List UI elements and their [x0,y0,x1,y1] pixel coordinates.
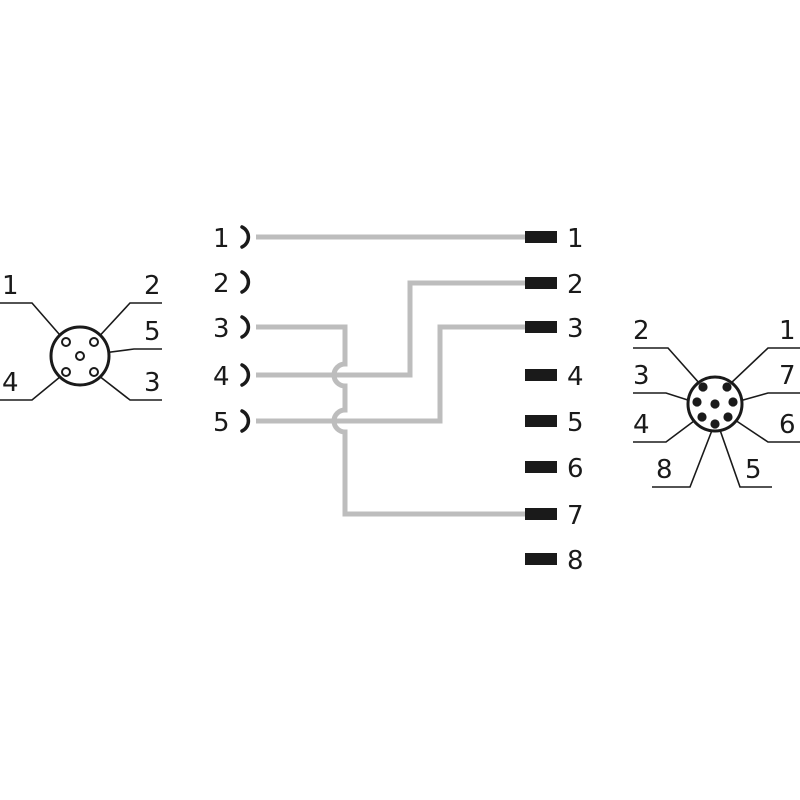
left-label-2: 2 [144,271,161,301]
pin-bar-6 [525,461,557,473]
right-label-5: 5 [745,455,762,485]
right-connector: 2 1 3 7 4 6 8 5 [633,316,800,488]
left-connector-pins [61,337,99,377]
left-leader-3 [93,371,162,401]
right-pin-5 [710,419,720,429]
wires [256,234,526,517]
pin-column: 1 2 3 4 5 6 7 8 [525,224,584,576]
right-leader-4 [633,417,699,443]
left-connector: 1 2 5 4 3 [0,271,162,401]
right-leader-5 [719,429,772,488]
socket-label-2: 2 [213,269,230,299]
left-label-4: 4 [2,368,19,398]
left-pin-5 [75,351,85,361]
socket-5 [240,409,251,433]
right-leader-6 [731,417,800,443]
right-connector-labels: 2 1 3 7 4 6 8 5 [633,316,796,485]
left-pin-1 [61,337,71,347]
left-label-5: 5 [144,317,161,347]
pin-label-2: 2 [567,270,584,300]
socket-label-1: 1 [213,224,230,254]
right-label-2: 2 [633,316,650,346]
right-pin-3 [692,397,702,407]
right-label-1: 1 [779,316,796,346]
right-connector-leader-lines [633,347,800,488]
left-leader-2 [93,302,162,343]
right-leader-2 [633,347,701,385]
right-label-6: 6 [779,410,796,440]
left-leader-1 [0,302,67,343]
right-label-4: 4 [633,410,650,440]
socket-column: 1 2 3 4 5 [213,224,251,438]
left-connector-leader-lines [0,302,162,401]
pin-label-3: 3 [567,314,584,344]
pin-bar-7 [525,508,557,520]
socket-label-5: 5 [213,408,230,438]
pin-label-5: 5 [567,408,584,438]
pin-label-1: 1 [567,224,584,254]
left-label-1: 1 [2,271,19,301]
wire-4-to-2 [256,280,526,378]
socket-3 [240,315,251,339]
right-leader-1 [729,347,800,385]
socket-2 [240,270,251,294]
right-pin-6 [723,412,733,422]
right-connector-pins [692,382,738,429]
pin-label-4: 4 [567,362,584,392]
pin-bar-5 [525,415,557,427]
right-pin-8 [710,399,720,409]
socket-1 [240,225,251,249]
pin-bar-4 [525,369,557,381]
left-leader-4 [0,371,67,401]
pin-bar-2 [525,277,557,289]
left-pin-3 [89,367,99,377]
right-pin-4 [697,412,707,422]
wire-5-to-3 [256,324,526,424]
left-pin-2 [89,337,99,347]
left-connector-labels: 1 2 5 4 3 [2,271,161,398]
right-pin-2 [698,382,708,392]
right-label-7: 7 [779,361,796,391]
pin-label-7: 7 [567,501,584,531]
left-label-3: 3 [144,368,161,398]
pin-bar-1 [525,231,557,243]
pin-label-6: 6 [567,454,584,484]
right-label-8: 8 [656,455,673,485]
pin-bar-3 [525,321,557,333]
pin-bar-8 [525,553,557,565]
right-pin-1 [722,382,732,392]
wire-3-to-7 [256,324,526,517]
right-pin-7 [728,397,738,407]
right-leader-3 [633,392,695,403]
socket-label-3: 3 [213,314,230,344]
right-leader-8 [652,419,717,488]
pin-label-8: 8 [567,546,584,576]
left-pin-4 [61,367,71,377]
socket-label-4: 4 [213,362,230,392]
socket-4 [240,363,251,387]
right-label-3: 3 [633,361,650,391]
right-leader-7 [735,392,800,403]
